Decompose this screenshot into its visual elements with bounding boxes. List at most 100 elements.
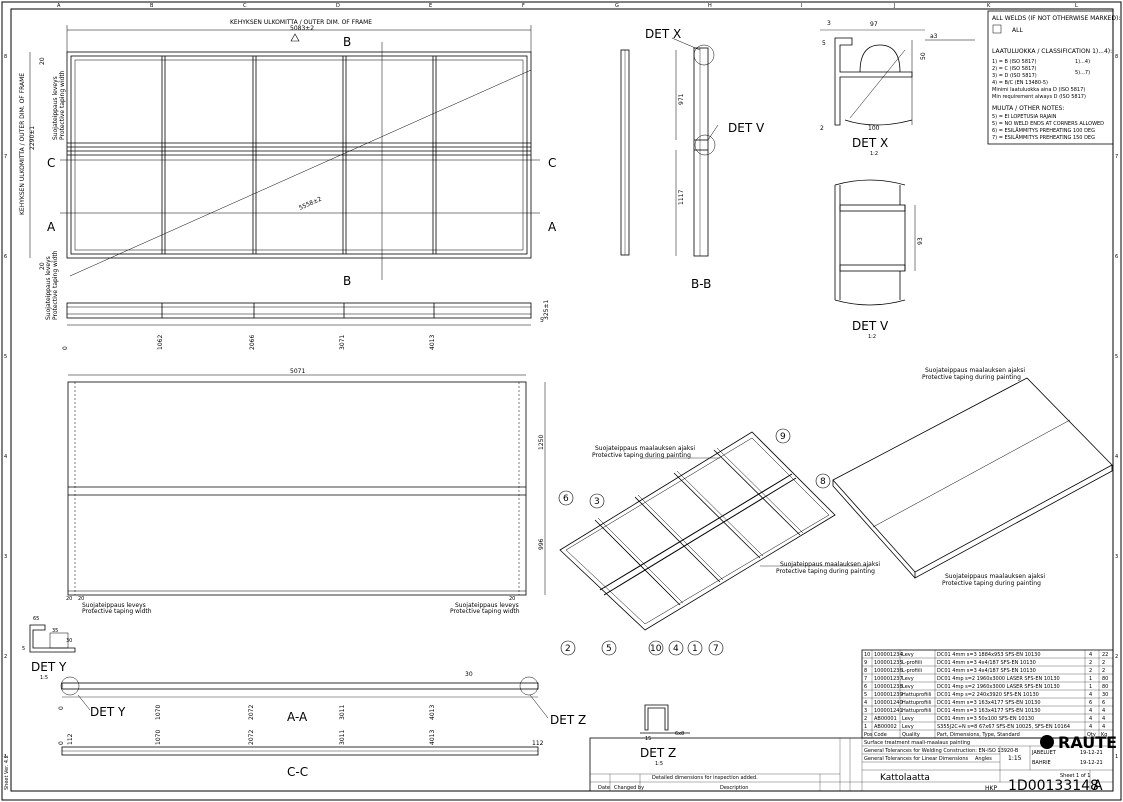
svg-text:3011: 3011 xyxy=(339,705,346,720)
svg-text:2: 2 xyxy=(1115,654,1118,660)
svg-text:1:5: 1:5 xyxy=(655,761,663,767)
svg-text:35: 35 xyxy=(52,628,58,634)
inner-border xyxy=(10,8,1114,792)
svg-text:JABELUET: JABELUET xyxy=(1031,750,1057,756)
svg-text:Hattuprofiili: Hattuprofiili xyxy=(902,700,931,706)
iso-panel-labels: Suojateippaus maalauksen ajaksi Protecti… xyxy=(922,367,1045,587)
det-y-view xyxy=(29,624,76,653)
svg-text:A: A xyxy=(1093,778,1103,794)
svg-text:Suojateippaus maalauksen ajaks: Suojateippaus maalauksen ajaksi xyxy=(780,561,880,568)
svg-text:996: 996 xyxy=(538,538,545,550)
svg-text:Suojateippaus leveys: Suojateippaus leveys xyxy=(52,76,59,140)
svg-text:Levy: Levy xyxy=(902,684,914,690)
svg-text:5: 5 xyxy=(540,317,544,324)
svg-text:9: 9 xyxy=(780,432,786,442)
svg-text:DC01 4mm s=3 4x4/187 SFS-EN: DC01 4mm s=3 4x4/187 SFS-EN 10130 xyxy=(937,668,1036,674)
part-balloons xyxy=(558,428,831,656)
svg-text:20: 20 xyxy=(39,57,46,65)
svg-text:DC01 4mp s=2 1960x3000 LASER: DC01 4mp s=2 1960x3000 LASER SFS-EN 1013… xyxy=(937,676,1060,682)
svg-text:0: 0 xyxy=(62,346,69,350)
bottom-view xyxy=(67,374,546,596)
svg-text:20: 20 xyxy=(78,596,84,602)
svg-text:Suojateippaus leveys: Suojateippaus leveys xyxy=(45,256,52,320)
svg-text:20: 20 xyxy=(66,596,72,602)
svg-text:1117: 1117 xyxy=(678,190,685,205)
svg-text:RAUTE: RAUTE xyxy=(1058,733,1117,752)
svg-text:6: 6 xyxy=(563,494,569,504)
svg-text:30: 30 xyxy=(1102,692,1108,698)
svg-text:1:5: 1:5 xyxy=(40,675,48,681)
svg-text:a3: a3 xyxy=(930,33,938,40)
svg-text:50: 50 xyxy=(920,52,927,60)
svg-text:Protective taping width: Protective taping width xyxy=(59,70,66,140)
svg-text:2: 2 xyxy=(1089,660,1092,666)
svg-text:L-profiili: L-profiili xyxy=(902,660,922,666)
svg-text:B: B xyxy=(150,3,154,9)
svg-text:100001239: 100001239 xyxy=(874,692,903,698)
svg-text:A: A xyxy=(57,3,61,9)
svg-text:5: 5 xyxy=(22,646,25,652)
svg-text:Levy: Levy xyxy=(902,652,914,658)
svg-text:General Tolerances for Welding: General Tolerances for Welding Construct… xyxy=(864,748,1019,754)
svg-text:C: C xyxy=(243,3,247,9)
svg-text:C-C: C-C xyxy=(287,765,308,779)
svg-text:Protective taping width: Protective taping width xyxy=(52,250,59,320)
svg-text:2: 2 xyxy=(864,716,867,722)
section-aa-labels: DET Y DET Z A-A 30 0 1070 2072 3011 4013 xyxy=(58,671,586,727)
svg-text:5) = EI LOPETUSIA RAJAIN: 5) = EI LOPETUSIA RAJAIN xyxy=(992,114,1057,120)
svg-text:1:2: 1:2 xyxy=(868,334,876,340)
svg-text:4: 4 xyxy=(1115,454,1118,460)
svg-text:2290±1: 2290±1 xyxy=(29,126,36,150)
svg-text:3: 3 xyxy=(4,554,7,560)
svg-text:Hattuprofiili: Hattuprofiili xyxy=(902,692,931,698)
svg-text:15: 15 xyxy=(645,736,651,742)
svg-text:100001240: 100001240 xyxy=(874,700,903,706)
svg-text:1: 1 xyxy=(4,754,7,760)
svg-text:LAATULUOKKA / CLASSIFICATION 1: LAATULUOKKA / CLASSIFICATION 1)...4): xyxy=(992,48,1112,55)
svg-text:Protective taping width: Protective taping width xyxy=(82,608,152,615)
svg-text:30: 30 xyxy=(66,638,72,644)
svg-text:97: 97 xyxy=(870,21,878,28)
iso-frame-labels: Suojateippaus maalauksen ajaksi Protecti… xyxy=(592,445,880,575)
svg-text:Detailed dimensions for inspec: Detailed dimensions for inspection added… xyxy=(652,775,758,781)
svg-text:5) = NO WELD ENDS AT CORNERS A: 5) = NO WELD ENDS AT CORNERS ALLOWED xyxy=(992,121,1104,127)
svg-text:1:15: 1:15 xyxy=(1008,755,1022,762)
svg-text:100: 100 xyxy=(868,125,880,132)
svg-text:Part, Dimensions, Type, Standa: Part, Dimensions, Type, Standard xyxy=(937,732,1020,738)
svg-text:DET X: DET X xyxy=(852,136,888,150)
svg-text:80: 80 xyxy=(1102,676,1108,682)
top-view-labels: KEHYKSEN ULKOMITTA / OUTER DIM. OF FRAME… xyxy=(19,19,557,320)
svg-text:4: 4 xyxy=(673,644,679,654)
svg-text:C: C xyxy=(548,156,556,170)
elevation-dims: 0 1062 2066 3071 4013 5 325±1 xyxy=(62,300,550,350)
svg-text:1: 1 xyxy=(1115,754,1118,760)
svg-text:Suojateippaus maalauksen ajaks: Suojateippaus maalauksen ajaksi xyxy=(945,573,1045,580)
svg-text:S355J2C+N s=8 67x67 SFS-EN 1: S355J2C+N s=8 67x67 SFS-EN 10025, SFS-EN… xyxy=(937,724,1070,730)
svg-text:7: 7 xyxy=(864,676,867,682)
svg-text:E: E xyxy=(429,3,432,9)
svg-text:B-B: B-B xyxy=(691,277,711,291)
title-block: Surface treatment maali-maalaus painting… xyxy=(589,737,1114,794)
top-view xyxy=(29,25,540,280)
svg-text:DET Z: DET Z xyxy=(640,746,676,760)
svg-text:4: 4 xyxy=(1102,724,1105,730)
svg-text:6: 6 xyxy=(4,254,7,260)
svg-text:Angles: Angles xyxy=(975,756,992,762)
svg-text:A: A xyxy=(47,220,56,234)
svg-text:MUUTA / OTHER NOTES:: MUUTA / OTHER NOTES: xyxy=(992,105,1064,112)
svg-text:F: F xyxy=(522,3,525,9)
svg-text:2066: 2066 xyxy=(249,335,256,350)
det-z-labels: 15 6x8 DET Z 1:5 xyxy=(640,731,684,767)
part-balloon-numbers: 9 8 6 3 2 5 10 4 1 7 xyxy=(563,432,826,654)
svg-text:5071: 5071 xyxy=(290,368,305,375)
svg-text:2072: 2072 xyxy=(248,705,255,720)
svg-text:DET V: DET V xyxy=(728,121,765,135)
svg-text:Levy: Levy xyxy=(902,676,914,682)
svg-text:6x8: 6x8 xyxy=(675,731,684,737)
svg-text:3071: 3071 xyxy=(339,335,346,350)
svg-text:100001238: 100001238 xyxy=(874,684,903,690)
svg-text:100001241: 100001241 xyxy=(874,708,903,714)
svg-text:Hattuprofiili: Hattuprofiili xyxy=(902,708,931,714)
svg-text:4013: 4013 xyxy=(429,705,436,720)
svg-text:D: D xyxy=(336,3,340,9)
